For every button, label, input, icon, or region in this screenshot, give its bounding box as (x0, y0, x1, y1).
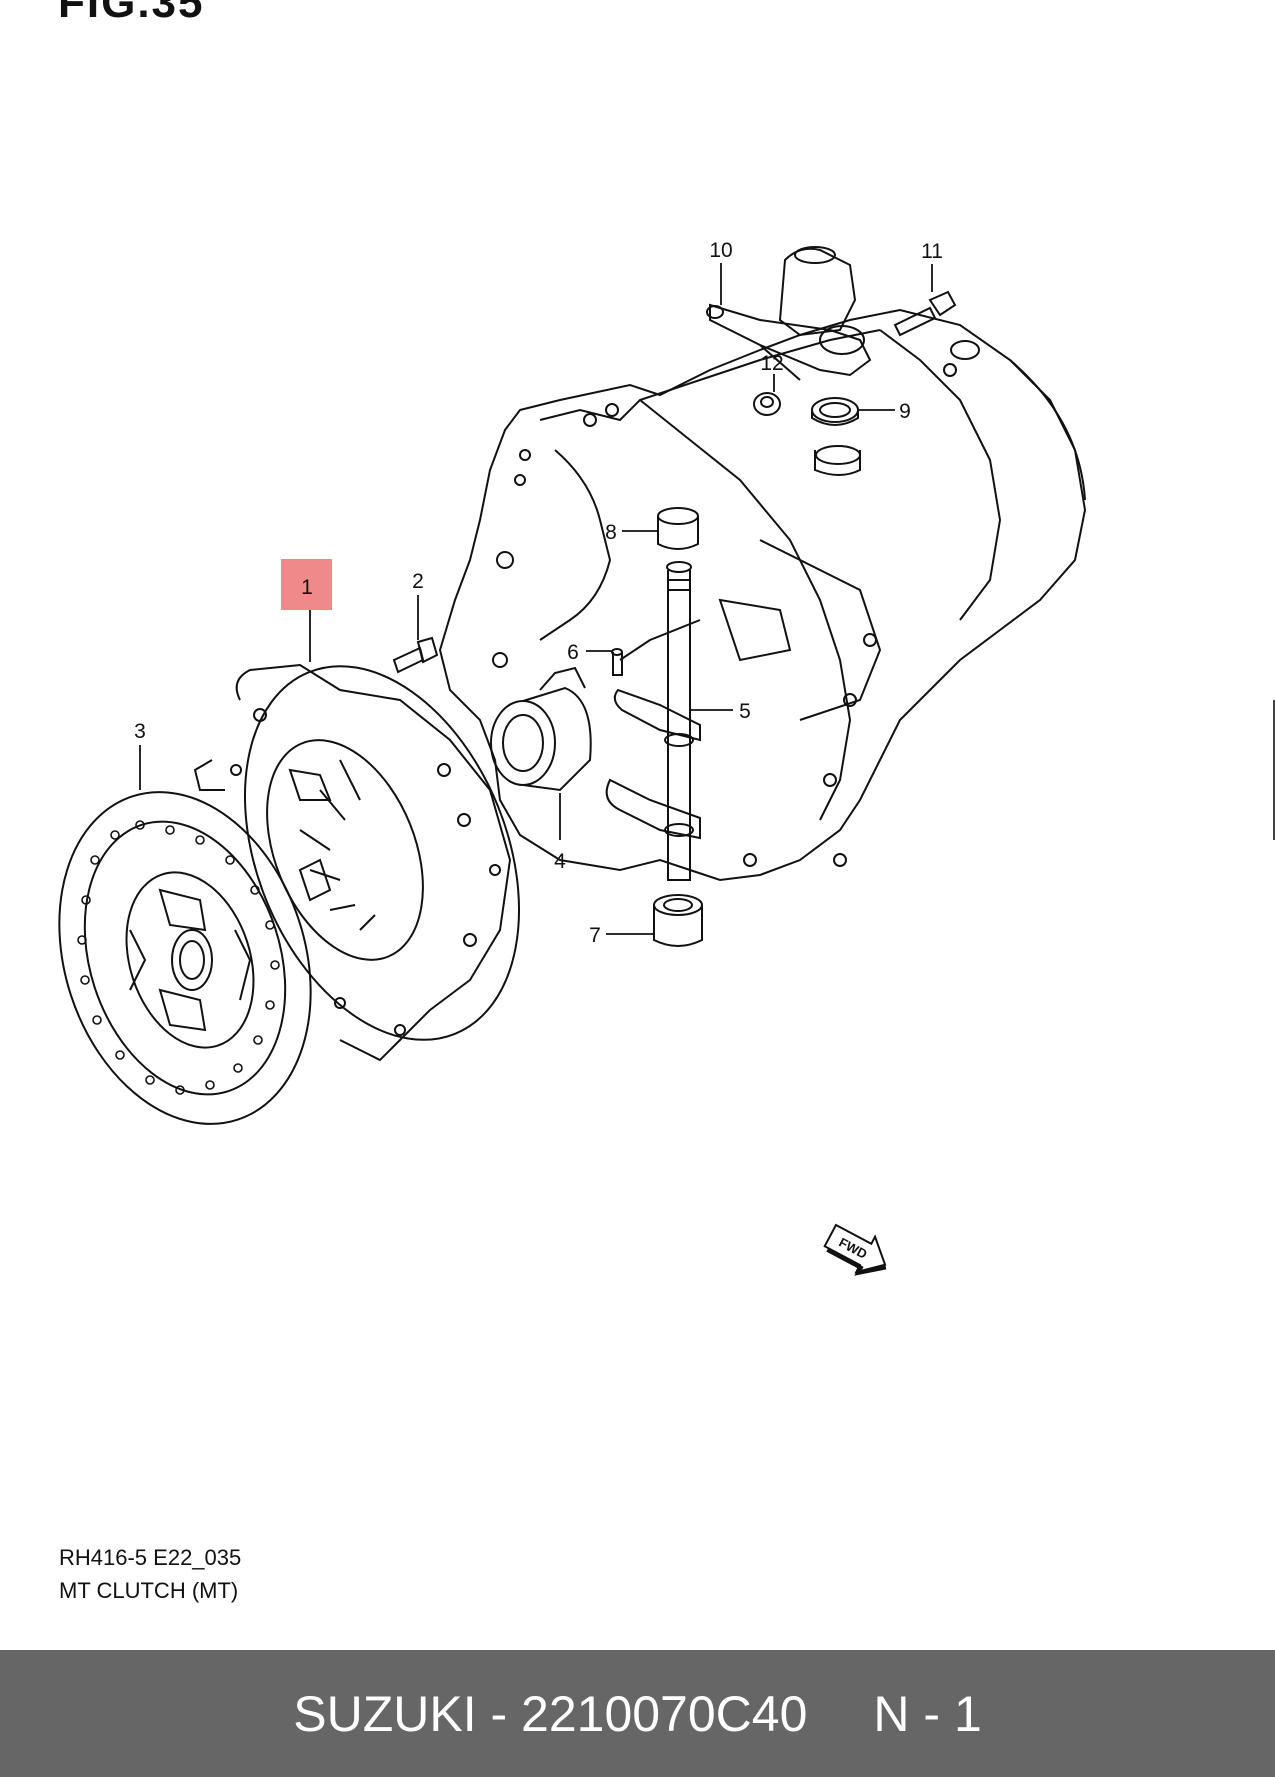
callout-5: 5 (739, 700, 751, 723)
exploded-parts-diagram: 1 2 3 4 5 6 7 8 9 10 11 12 FWD (58, 239, 1087, 1276)
callout-6: 6 (567, 641, 579, 664)
fwd-arrow-icon: FWD (823, 1223, 887, 1276)
figure-code: RH416-5 E22_035 (59, 1545, 242, 1570)
callout-12: 12 (760, 352, 783, 375)
bushing-upper-part (657, 507, 699, 550)
release-shaft-part (605, 561, 701, 881)
callout-2: 2 (412, 570, 424, 593)
release-arm-part (706, 303, 872, 381)
transmission-housing (438, 246, 1087, 882)
footer-position: N - 1 (873, 1685, 982, 1742)
callout-9: 9 (899, 400, 911, 423)
callout-8: 8 (605, 521, 617, 544)
callout-3: 3 (134, 720, 146, 743)
bushing-lower-part (653, 894, 703, 947)
nut-part (753, 392, 781, 416)
right-edge-mark (1273, 700, 1275, 840)
clutch-cover-part (193, 663, 520, 1062)
callout-4: 4 (554, 850, 566, 873)
callout-11: 11 (921, 240, 943, 263)
footer-part-number: SUZUKI - 2210070C40 (293, 1685, 808, 1742)
clutch-disc-part (58, 791, 312, 1125)
callout-7: 7 (589, 924, 601, 947)
footer-bar: SUZUKI - 2210070C40 N - 1 (0, 1650, 1275, 1777)
leader-lines (139, 263, 933, 935)
callout-1-highlight (281, 559, 332, 610)
arm-bolt-part (893, 290, 957, 337)
pin-part (611, 648, 623, 676)
callout-10: 10 (709, 239, 732, 262)
bolt-part (392, 636, 439, 674)
oil-seal-part (811, 397, 859, 426)
figure-title: FIG.35 (58, 0, 205, 27)
callout-1: 1 (301, 576, 313, 599)
release-bearing-part (490, 666, 592, 792)
figure-description: MT CLUTCH (MT) (59, 1578, 239, 1603)
